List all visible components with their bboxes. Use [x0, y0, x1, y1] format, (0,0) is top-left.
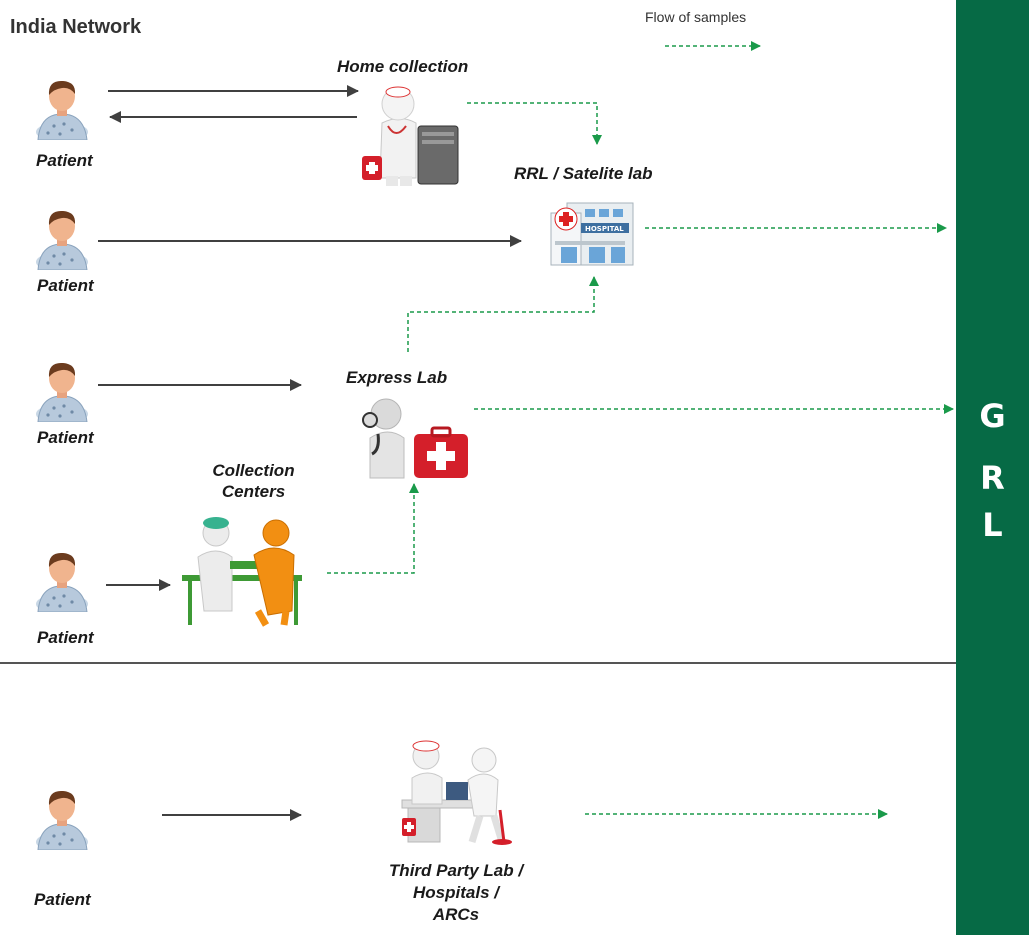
section-divider — [0, 662, 956, 664]
hospital-icon: HOSPITAL — [550, 202, 634, 266]
grl-letter-r: R — [980, 459, 1005, 497]
patient-label: Patient — [37, 276, 94, 295]
patient-icon — [36, 210, 88, 270]
patient-icon — [36, 362, 88, 422]
patient-label: Patient — [37, 428, 94, 447]
grl-letter-l: L — [982, 506, 1003, 544]
patient-icon — [36, 790, 88, 850]
third-party-line: Hospitals / — [413, 883, 499, 902]
third-party-line: Third Party Lab / — [388, 861, 524, 880]
nurse-patient-icon — [182, 517, 302, 627]
collection-centers-label: Collection Centers — [196, 460, 311, 502]
legend-label: Flow of samples — [645, 9, 747, 25]
doctor-desk-icon — [401, 740, 512, 845]
collection-centers-line: Collection — [212, 461, 295, 480]
svg-text:HOSPITAL: HOSPITAL — [585, 225, 624, 233]
sample-arrow-home-to-rrl — [467, 102, 602, 145]
sample-arrow-express-to-rrl — [407, 276, 599, 352]
patient-icon — [36, 552, 88, 612]
rrl-label: RRL / Satelite lab — [514, 164, 653, 183]
express-lab-label: Express Lab — [346, 368, 448, 387]
patient-label: Patient — [37, 628, 94, 647]
collection-centers-line: Centers — [221, 482, 286, 501]
doctor-computer-icon — [362, 86, 459, 186]
third-party-label: Third Party Lab / Hospitals / ARCs — [356, 860, 556, 926]
third-party-line: ARCs — [432, 905, 480, 924]
diagram-title: India Network — [10, 16, 142, 38]
grl-letter-g: G — [979, 397, 1006, 435]
grl-bar: G R L — [956, 0, 1029, 935]
patient-label: Patient — [34, 890, 91, 909]
patient-label: Patient — [36, 151, 93, 170]
sample-arrow-collection-to-express — [327, 483, 419, 574]
home-collection-label: Home collection — [337, 57, 469, 76]
doctor-stethoscope-icon — [362, 398, 468, 479]
patient-icon — [36, 80, 88, 140]
